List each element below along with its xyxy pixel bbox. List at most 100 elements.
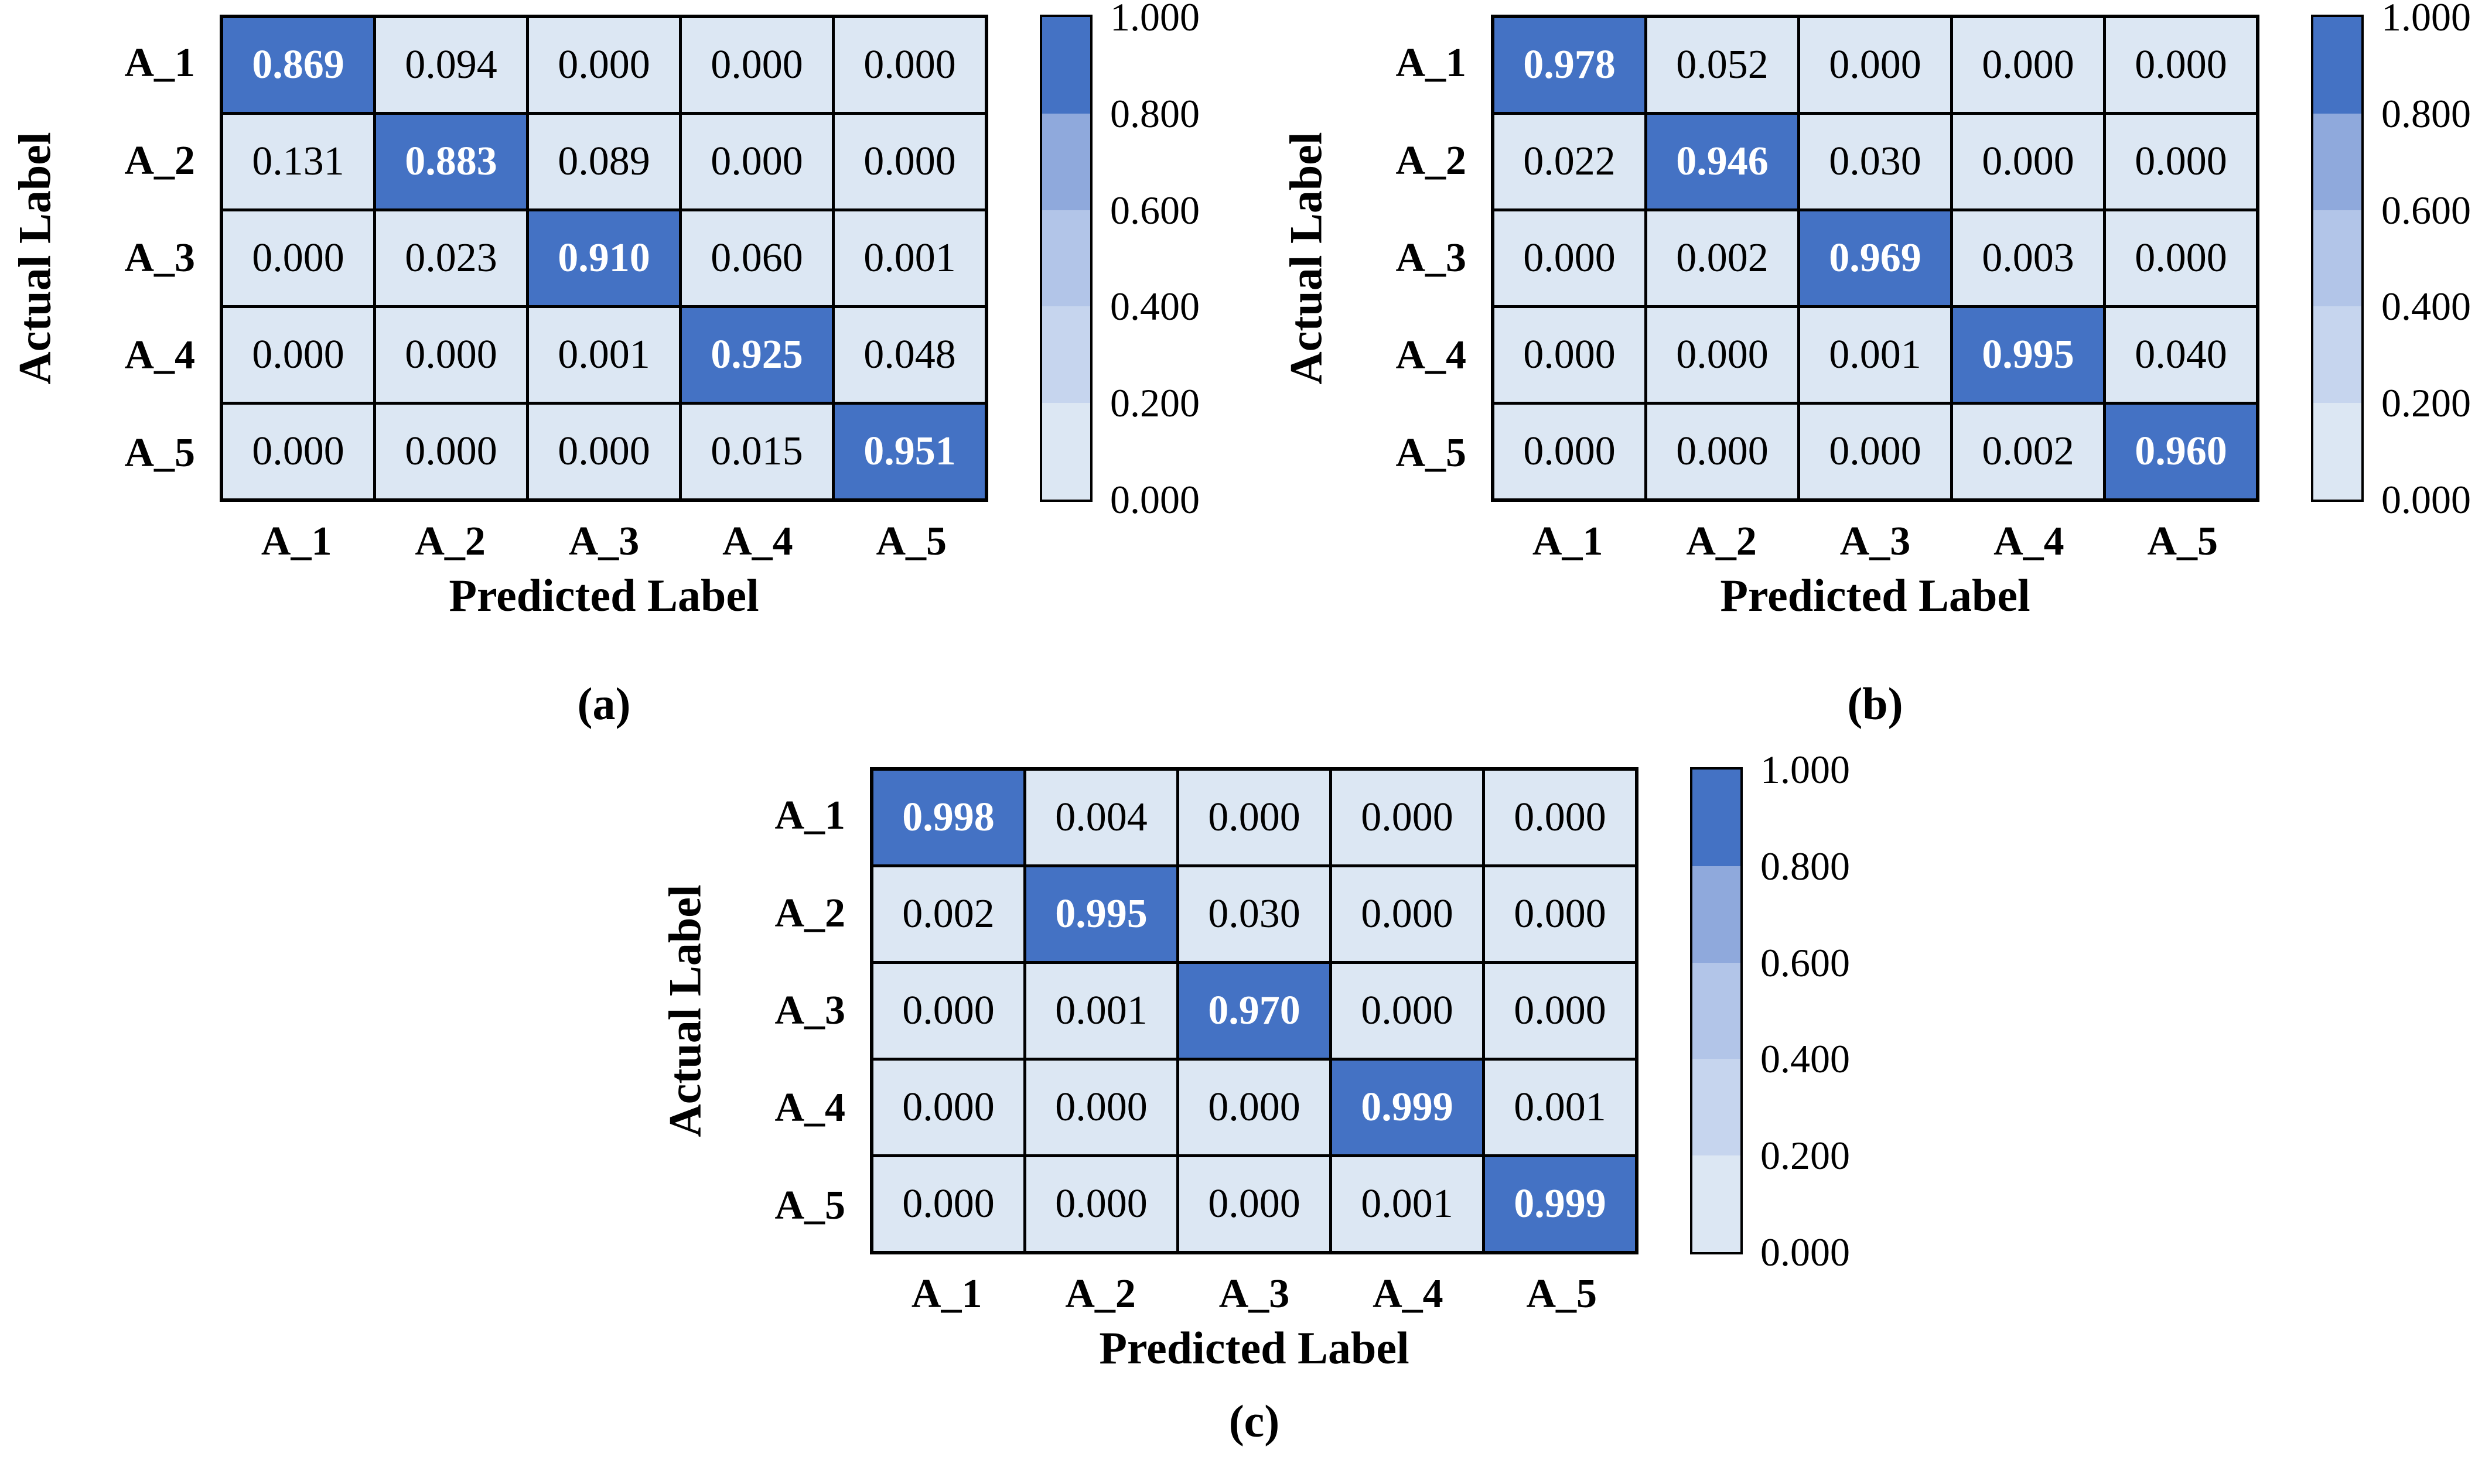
matrix-cell: 0.022 [1494, 115, 1644, 208]
panel-caption: (c) [1228, 1396, 1280, 1447]
colorbar-tick-label: 1.000 [2381, 0, 2471, 39]
y-tick-label: A_3 [1395, 235, 1466, 281]
matrix-cell: 0.000 [1647, 308, 1797, 402]
x-axis-title: Predicted Label [1099, 1322, 1409, 1373]
matrix-cell: 0.060 [682, 211, 832, 305]
matrix-cell: 0.000 [2106, 18, 2256, 112]
x-tick-label: A_5 [2147, 519, 2218, 564]
y-tick-label: A_2 [774, 890, 845, 936]
matrix-cell: 0.000 [1332, 964, 1482, 1058]
matrix-cell: 0.048 [835, 308, 985, 402]
matrix-cell: 0.000 [1332, 771, 1482, 864]
colorbar-tick-label: 0.800 [1760, 843, 1850, 888]
matrix-cell: 0.960 [2106, 405, 2256, 498]
y-axis-title: Actual Label [659, 767, 712, 1254]
colorbar-segment [1042, 306, 1090, 404]
matrix-cell: 0.000 [873, 1157, 1023, 1251]
matrix-cell: 0.000 [223, 308, 373, 402]
matrix-cell: 0.131 [223, 115, 373, 208]
x-tick-label: A_2 [1065, 1271, 1136, 1317]
x-tick-label: A_2 [415, 519, 486, 564]
y-tick-label: A_3 [774, 987, 845, 1033]
matrix-cell: 0.000 [1485, 867, 1635, 961]
matrix-cell: 0.000 [873, 1061, 1023, 1154]
colorbar-tick-label: 0.000 [1760, 1230, 1850, 1274]
y-tick-label: A_1 [1395, 40, 1466, 86]
colorbar-tick-label: 0.200 [1110, 381, 1200, 426]
matrix-cell: 0.000 [1179, 1061, 1329, 1154]
y-tick-label: A_5 [774, 1182, 845, 1228]
matrix-cell: 0.040 [2106, 308, 2256, 402]
matrix-cell: 0.003 [1953, 211, 2103, 305]
matrix-cell: 0.000 [1953, 18, 2103, 112]
y-tick-label: A_1 [774, 793, 845, 839]
matrix-cell: 0.000 [2106, 115, 2256, 208]
matrix-cell: 0.000 [1179, 1157, 1329, 1251]
matrix-cell: 0.000 [1026, 1061, 1176, 1154]
y-tick-label: A_2 [1395, 138, 1466, 183]
matrix-cell: 0.002 [873, 867, 1023, 961]
matrix-cell: 0.000 [1485, 771, 1635, 864]
y-tick-label: A_4 [774, 1085, 845, 1131]
colorbar-segment [1042, 17, 1090, 114]
colorbar-tick-label: 0.400 [1760, 1037, 1850, 1082]
matrix-cell: 0.869 [223, 18, 373, 112]
x-tick-label: A_3 [1218, 1271, 1290, 1317]
colorbar-tick-label: 0.800 [1110, 91, 1200, 136]
y-tick-label: A_4 [1395, 333, 1466, 378]
colorbar-tick-label: 0.200 [1760, 1133, 1850, 1178]
colorbar-tick-label: 1.000 [1110, 0, 1200, 39]
panel-caption: (a) [577, 678, 631, 729]
matrix-cell: 0.969 [1800, 211, 1950, 305]
y-axis-title-text: Actual Label [660, 884, 711, 1137]
y-tick-label: A_5 [1395, 430, 1466, 476]
matrix-cell: 0.000 [873, 964, 1023, 1058]
x-tick-label: A_2 [1686, 519, 1757, 564]
matrix-cell: 0.000 [529, 405, 679, 498]
matrix-cell: 0.089 [529, 115, 679, 208]
panel-caption: (b) [1847, 678, 1903, 729]
matrix-cell: 0.000 [1647, 405, 1797, 498]
matrix-cell: 0.000 [1800, 405, 1950, 498]
colorbar-tick-label: 0.600 [2381, 187, 2471, 232]
colorbar-segment [1692, 962, 1740, 1059]
matrix-cell: 0.000 [1953, 115, 2103, 208]
matrix-cell: 0.000 [1800, 18, 1950, 112]
matrix-cell: 0.946 [1647, 115, 1797, 208]
x-tick-label: A_1 [261, 519, 332, 564]
colorbar-segment [1042, 113, 1090, 210]
colorbar-segment [1042, 210, 1090, 307]
colorbar-tick-label: 0.200 [2381, 381, 2471, 426]
matrix-cell: 0.030 [1800, 115, 1950, 208]
x-tick-label: A_3 [568, 519, 640, 564]
colorbar-tick-label: 0.600 [1110, 187, 1200, 232]
y-axis-title-text: Actual Label [1281, 132, 1332, 385]
colorbar-segment [2313, 17, 2361, 114]
matrix-cell: 0.000 [223, 211, 373, 305]
matrix-cell: 0.001 [1800, 308, 1950, 402]
colorbar-tick-label: 1.000 [1760, 747, 1850, 792]
matrix-cell: 0.015 [682, 405, 832, 498]
x-tick-label: A_5 [876, 519, 947, 564]
matrix-cell: 0.978 [1494, 18, 1644, 112]
colorbar-segment [1692, 770, 1740, 866]
y-axis-title: Actual Label [9, 15, 62, 502]
x-tick-label: A_1 [1532, 519, 1603, 564]
x-axis-title: Predicted Label [449, 570, 759, 621]
matrix-cell: 0.023 [376, 211, 526, 305]
matrix-cell: 0.030 [1179, 867, 1329, 961]
colorbar-tick-label: 0.000 [2381, 477, 2471, 522]
colorbar-segment [2313, 403, 2361, 500]
colorbar-segment [1692, 1155, 1740, 1252]
matrix-cell: 0.995 [1026, 867, 1176, 961]
